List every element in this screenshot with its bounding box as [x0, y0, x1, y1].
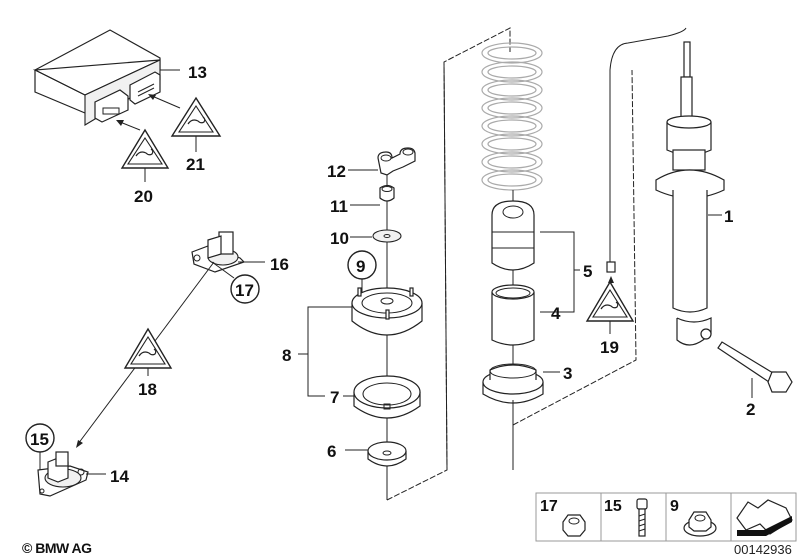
- coil-spring[interactable]: [481, 42, 543, 191]
- support-bearing[interactable]: [351, 287, 423, 336]
- legend-label-15: 15: [604, 498, 622, 515]
- direction-arrow-icon: [736, 499, 793, 536]
- shock-absorber[interactable]: [655, 41, 725, 346]
- legend-label-9: 9: [670, 498, 679, 515]
- screw-icon: [636, 498, 648, 537]
- legend-label-17: 17: [540, 498, 558, 515]
- nut[interactable]: [379, 184, 395, 202]
- bump-stop[interactable]: [491, 200, 535, 271]
- sensor-front[interactable]: [37, 451, 89, 497]
- callout-12: 12: [327, 162, 346, 181]
- callout-11: 11: [330, 197, 348, 216]
- callout-7: 7: [330, 388, 339, 407]
- callout-4: 4: [551, 304, 561, 323]
- warning-triangle-19: [585, 280, 635, 322]
- warning-triangle-18: [123, 327, 173, 369]
- protection-tube[interactable]: [491, 284, 535, 346]
- callout-8: 8: [282, 346, 291, 365]
- legend: 17 15 9: [535, 492, 797, 542]
- spring-pad-upper[interactable]: [353, 375, 421, 419]
- callout-3: 3: [563, 364, 572, 383]
- callout-1: 1: [724, 207, 733, 226]
- washer[interactable]: [372, 229, 402, 243]
- dust-cap[interactable]: [367, 441, 407, 467]
- spring-pad-lower[interactable]: [482, 363, 544, 404]
- callout-14: 14: [110, 467, 129, 486]
- cable-holder[interactable]: [377, 147, 416, 176]
- warning-triangle-20: [120, 128, 170, 169]
- callout-6: 6: [327, 442, 336, 461]
- flange-nut-icon: [683, 511, 717, 537]
- sensor-rear[interactable]: [191, 231, 246, 273]
- callout-20: 20: [134, 187, 153, 206]
- hex-bolt[interactable]: [717, 341, 793, 393]
- callout-15: 15: [30, 430, 49, 449]
- control-unit[interactable]: [32, 29, 161, 126]
- callout-19: 19: [600, 338, 619, 357]
- callout-18: 18: [138, 380, 157, 399]
- callout-17: 17: [235, 281, 254, 300]
- warning-triangle-21: [170, 96, 222, 137]
- callout-10: 10: [330, 229, 349, 248]
- callout-16: 16: [270, 255, 289, 274]
- callout-5: 5: [583, 262, 592, 281]
- document-number: 00142936: [734, 542, 792, 557]
- copyright: © BMW AG: [22, 540, 92, 556]
- callout-13: 13: [188, 63, 207, 82]
- hex-nut-icon: [562, 514, 586, 537]
- callout-21: 21: [186, 155, 205, 174]
- callout-2: 2: [746, 400, 755, 419]
- callout-9: 9: [356, 257, 365, 276]
